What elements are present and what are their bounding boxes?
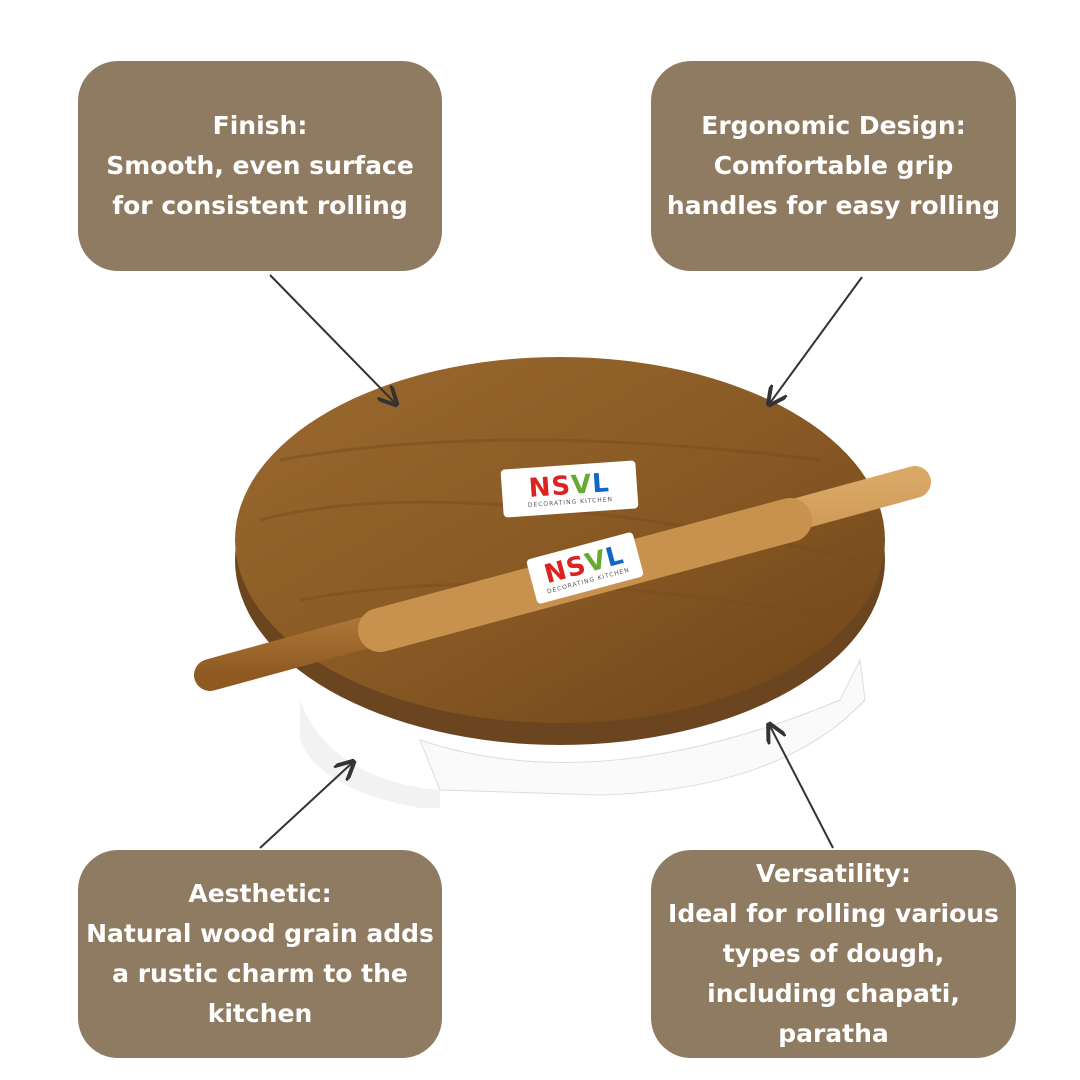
callout-title: Ergonomic Design: bbox=[701, 111, 966, 140]
arrow-ergonomic bbox=[770, 276, 863, 403]
callout-text: for consistent rolling bbox=[112, 191, 408, 220]
callout-text: kitchen bbox=[207, 999, 313, 1028]
arrow-versatility bbox=[770, 726, 834, 849]
arrow-aesthetic bbox=[259, 763, 352, 849]
callout-text: Smooth, even surface bbox=[106, 151, 414, 180]
callout-title: Finish: bbox=[212, 111, 308, 140]
white-base bbox=[300, 658, 866, 808]
callout-text: types of dough, bbox=[722, 939, 945, 968]
callout-title: Aesthetic: bbox=[188, 879, 332, 908]
callout-finish: Finish: Smooth, even surface for consist… bbox=[78, 61, 442, 271]
callout-text: Natural wood grain adds bbox=[86, 919, 434, 948]
callout-text: paratha bbox=[778, 1019, 889, 1048]
callout-text: Ideal for rolling various bbox=[668, 899, 999, 928]
callout-text: handles for easy rolling bbox=[666, 191, 1001, 220]
callout-aesthetic: Aesthetic: Natural wood grain adds a rus… bbox=[78, 850, 442, 1058]
callout-text: a rustic charm to the bbox=[112, 959, 408, 988]
brand-logo-board: NSVL DECORATING KITCHEN bbox=[500, 460, 639, 518]
arrow-finish bbox=[269, 274, 395, 403]
callout-text: including chapati, bbox=[707, 979, 960, 1008]
callout-versatility: Versatility: Ideal for rolling various t… bbox=[651, 850, 1016, 1058]
callout-text: Comfortable grip bbox=[713, 151, 954, 180]
callout-ergonomic-design: Ergonomic Design: Comfortable grip handl… bbox=[651, 61, 1016, 271]
callout-title: Versatility: bbox=[756, 859, 911, 888]
